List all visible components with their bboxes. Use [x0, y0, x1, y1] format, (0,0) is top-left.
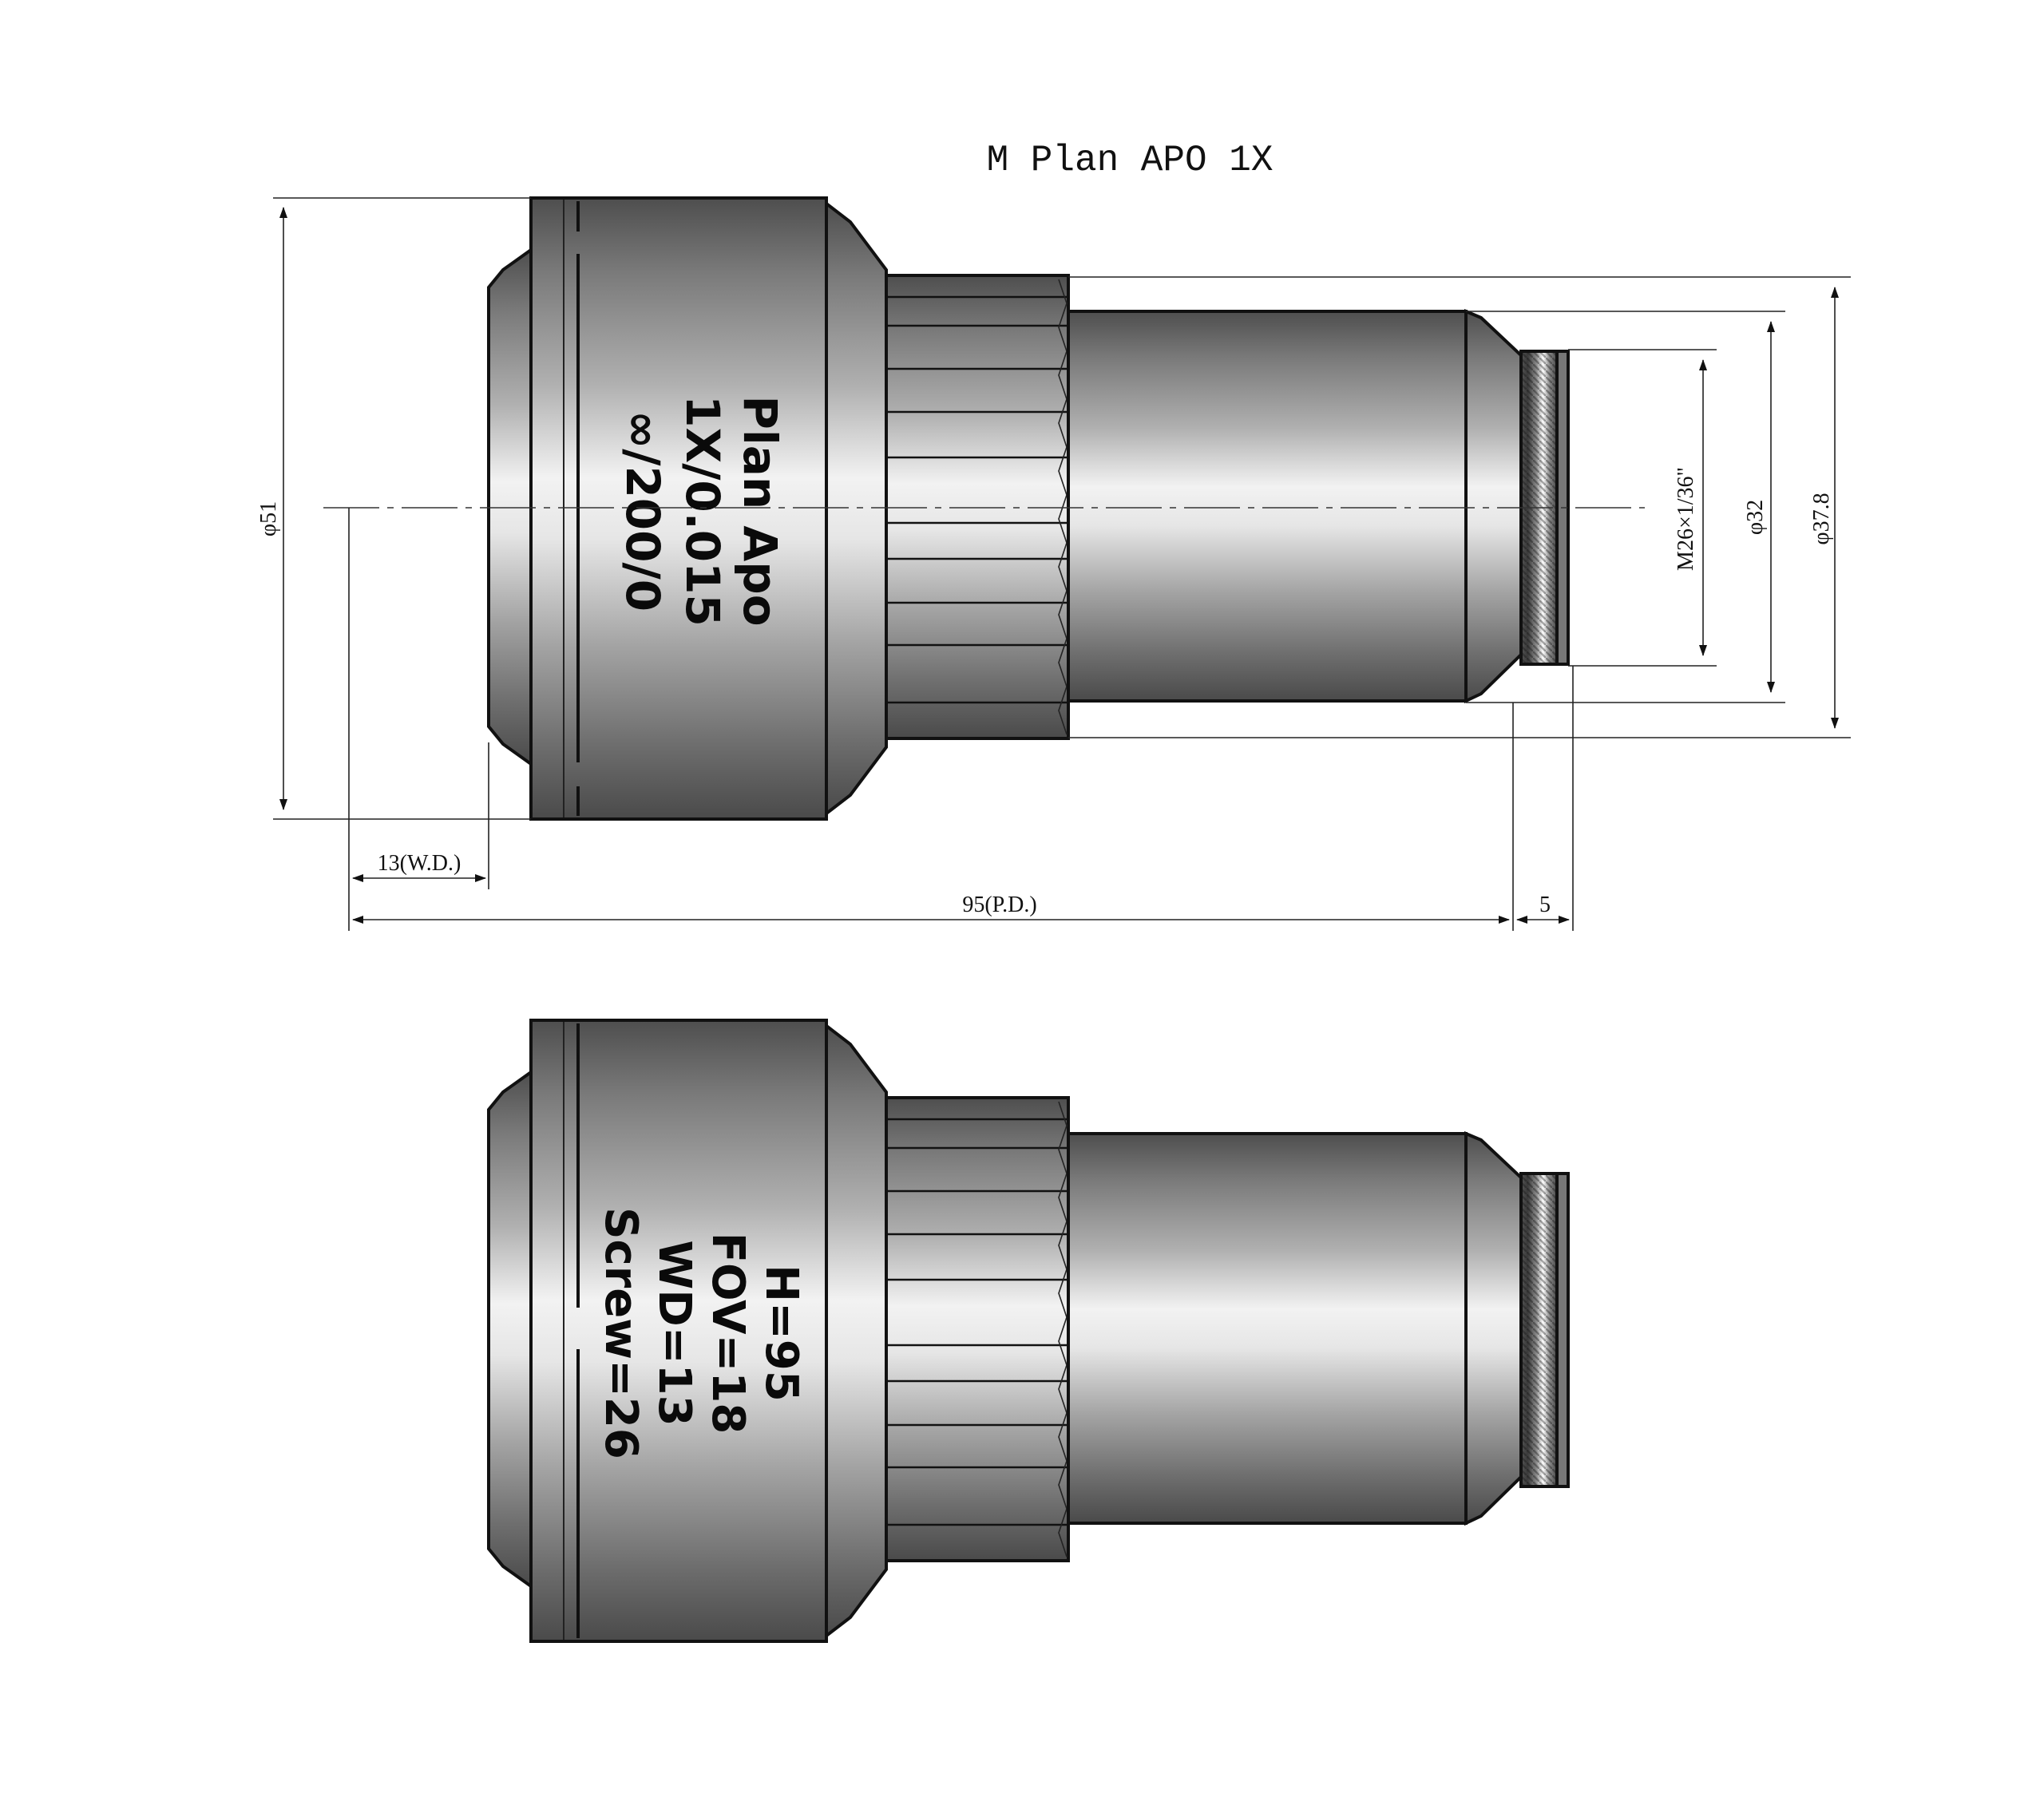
knurl-edge [1058, 279, 1068, 735]
dim-working-distance: 13(W.D.) [378, 851, 461, 876]
dim-outer-diameter: φ51 [256, 501, 281, 536]
barrel-taper [825, 200, 888, 817]
rear-cap [487, 1069, 533, 1589]
main-barrel [529, 196, 828, 821]
rear-barrel-taper [825, 1022, 888, 1640]
engraving-back-line-2: FOV=18 [702, 1233, 754, 1435]
engraving-back-line-1: H=95 [755, 1265, 807, 1402]
engraving-back-line-3: WD=13 [648, 1240, 700, 1426]
objective-body [1067, 310, 1468, 703]
dim-knurl-diameter: φ37.8 [1809, 493, 1834, 544]
rear-knurl-edge [1058, 1101, 1068, 1558]
front-cap [487, 247, 533, 767]
engraving-back-line-4: Screw=26 [595, 1207, 647, 1459]
knurled-ring [885, 274, 1070, 740]
engraving-front-line-3: ∞/200/0 [616, 410, 670, 612]
rear-knurl-ribs [886, 1118, 1068, 1526]
rear-knurled-ring [885, 1096, 1070, 1562]
dimension-lines: φ51 φ37.8 φ32 M26×1/36" 13(W.D.) 95(P.D.… [256, 197, 1851, 931]
rear-main-barrel [529, 1019, 828, 1643]
rear-engraving: H=95 FOV=18 WD=13 Screw=26 [595, 1207, 807, 1459]
engraving-front-line-2: 1X/0.015 [675, 395, 730, 627]
knurl-ribs [886, 295, 1068, 704]
engraving-front-line-1: Plan Apo [733, 395, 787, 626]
rear-barrel-grooves [563, 1022, 580, 1640]
front-engraving: Plan Apo 1X/0.015 ∞/200/0 [616, 395, 787, 627]
objective-front-view: Plan Apo 1X/0.015 ∞/200/0 [323, 196, 1645, 821]
dim-body-diameter: φ32 [1743, 500, 1768, 535]
rear-objective-body [1067, 1132, 1468, 1525]
dim-parfocal-distance: 95(P.D.) [962, 893, 1036, 917]
body-taper [1464, 308, 1523, 704]
rear-body-taper [1464, 1130, 1523, 1526]
drawing-title: M Plan APO 1X [987, 140, 1274, 181]
dim-mount-thread: M26×1/36" [1674, 467, 1698, 571]
objective-rear-view: H=95 FOV=18 WD=13 Screw=26 [487, 1019, 1570, 1643]
dim-thread-length: 5 [1539, 893, 1551, 917]
